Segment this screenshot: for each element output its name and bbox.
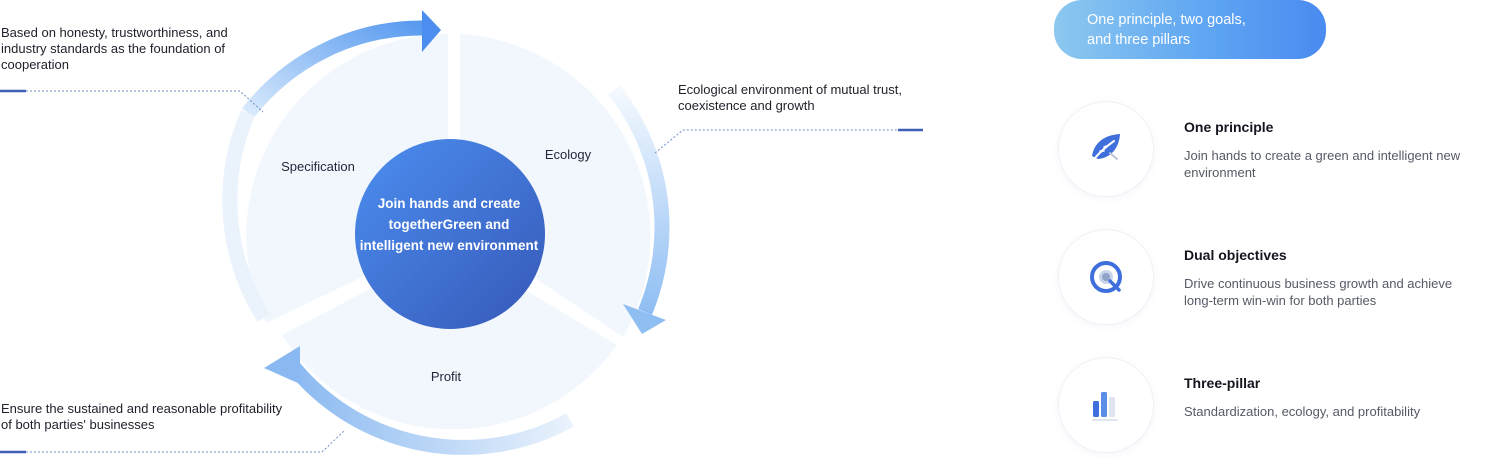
feature-description: Join hands to create a green and intelli…	[1184, 148, 1461, 180]
feature-title: One principle	[1184, 119, 1274, 135]
feature-one-principle: One principle Join hands to create a gre…	[1058, 101, 1478, 197]
arrow-head-right	[623, 304, 666, 334]
target-icon	[1090, 261, 1122, 293]
arrow-head-bottom	[264, 346, 300, 384]
feature-description: Drive continuous business growth and ach…	[1184, 276, 1453, 308]
center-text: Join hands and create togetherGreen and …	[359, 196, 539, 253]
feature-three-pillar: Three-pillar Standardization, ecology, a…	[1058, 357, 1478, 453]
specification-annotation: Based on honesty, trustworthiness, and i…	[1, 25, 228, 72]
segment-profit	[282, 246, 617, 430]
panel-heading-line1: One principle, two goals,	[1087, 12, 1246, 28]
segment-label-profit: Profit	[430, 369, 462, 384]
panel-heading: One principle, two goals, and three pill…	[1054, 0, 1326, 59]
feature-icon-circle	[1058, 357, 1154, 453]
feature-title: Three-pillar	[1184, 375, 1261, 391]
feature-title: Dual objectives	[1184, 247, 1287, 263]
feature-description: Standardization, ecology, and profitabil…	[1184, 404, 1421, 419]
bar-chart-icon	[1092, 392, 1118, 421]
center-circle	[355, 139, 545, 329]
cycle-diagram	[0, 10, 923, 455]
segment-label-specification: Specification	[281, 159, 355, 174]
leader-line-ecology	[654, 129, 898, 154]
arrow-arc-bottom	[286, 360, 574, 455]
leader-line-profit	[26, 429, 346, 453]
arrow-arc-left	[222, 110, 271, 323]
segment-ecology	[460, 34, 651, 337]
leader-line-specification	[26, 90, 264, 113]
feature-icon-circle	[1058, 229, 1154, 325]
leaf-icon	[1092, 134, 1120, 160]
feature-icon-circle	[1058, 101, 1154, 197]
panel-heading-line2: and three pillars	[1087, 32, 1191, 48]
segment-label-ecology: Ecology	[544, 147, 592, 162]
arrow-arc-right	[608, 85, 670, 315]
ecology-annotation: Ecological environment of mutual trust, …	[678, 82, 902, 113]
arrow-head-top	[422, 10, 441, 52]
profit-annotation: Ensure the sustained and reasonable prof…	[1, 401, 283, 432]
arrow-arc-top-left	[242, 20, 423, 118]
feature-dual-objectives: Dual objectives Drive continuous busines…	[1058, 229, 1478, 325]
